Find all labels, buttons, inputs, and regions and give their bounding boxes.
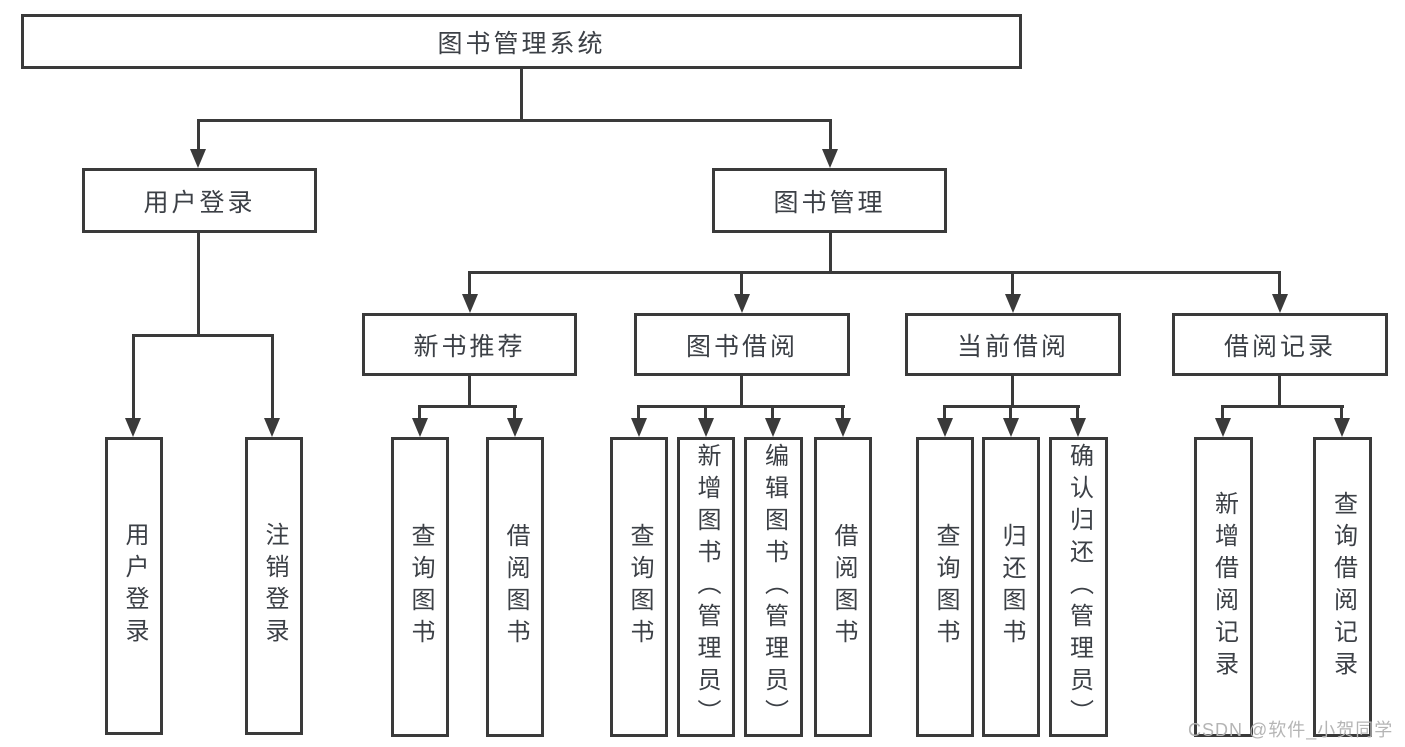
leaf-borrow-books-2: 借阅图书 [814,437,872,737]
leaf-label: 归还图书 [998,523,1025,651]
leaf-label: 查询借阅记录 [1329,491,1357,683]
connector-shaft-new-book [468,271,471,299]
leaf-query-books-2: 查询图书 [610,437,668,737]
leaf-add-borrow-record: 新增借阅记录 [1194,437,1253,737]
node-current-borrowing: 当前借阅 [905,313,1121,376]
connector-shaft-current-borrowing [1011,271,1014,299]
arrowhead-to-borrow-books-2 [835,418,851,437]
leaf-label: 借阅图书 [830,523,857,651]
watermark-text: CSDN @软件_小贺同学 [1188,720,1394,740]
leaf-label: 查询图书 [626,523,653,651]
node-borrowing-records: 借阅记录 [1172,313,1388,376]
arrowhead-to-return-book [1003,418,1019,437]
arrowhead-to-book-management [822,149,838,168]
connector-book-management-stem [829,233,832,273]
connector-root-left-shaft [197,119,200,153]
leaf-confirm-return-admin: 确认归还（管理员） [1049,437,1108,737]
leaf-label: 用户登录 [121,522,148,650]
connector-new-book-crossbar [418,405,517,408]
arrowhead-to-query-books-3 [937,418,953,437]
leaf-label: 注销登录 [261,522,288,650]
arrowhead-to-user-login [190,149,206,168]
connector-user-login-left-shaft [132,334,135,422]
connector-shaft [1340,405,1343,423]
leaf-borrow-books-1: 借阅图书 [486,437,544,737]
connector-book-borrowing-crossbar [637,405,845,408]
connector-shaft [943,405,946,423]
leaf-edit-book-admin: 编辑图书（管理员） [744,437,803,737]
connector-user-login-stem [197,233,200,336]
connector-book-borrowing-stem [740,376,743,408]
node-library-management-system: 图书管理系统 [21,14,1022,69]
connector-shaft [1009,405,1012,423]
arrowhead-to-add-book [698,418,714,437]
arrowhead-to-add-borrow-record [1215,418,1231,437]
node-label: 当前借阅 [956,332,1069,361]
connector-shaft-borrowing-records [1278,271,1281,299]
connector-shaft [637,405,640,423]
leaf-query-books-3: 查询图书 [916,437,974,737]
leaf-query-borrow-record: 查询借阅记录 [1313,437,1372,737]
leaf-label: 查询图书 [932,523,959,651]
leaf-return-book: 归还图书 [982,437,1040,737]
node-book-borrowing: 图书借阅 [634,313,850,376]
node-label: 图书管理系统 [437,29,606,58]
arrowhead-to-book-borrowing [734,294,750,313]
node-book-management: 图书管理 [712,168,947,233]
connector-shaft [1221,405,1224,423]
leaf-label: 新增图书（管理员） [693,443,720,731]
arrowhead-to-current-borrowing [1005,294,1021,313]
connector-shaft [513,405,516,423]
node-label: 新书推荐 [413,332,526,361]
leaf-label: 确认归还（管理员） [1065,443,1093,731]
arrowhead-to-confirm-return [1070,418,1086,437]
connector-shaft [841,405,844,423]
node-new-book-recommendation: 新书推荐 [362,313,577,376]
node-label: 图书借阅 [685,332,798,361]
connector-borrowing-records-crossbar [1221,405,1344,408]
connector-shaft-book-borrowing [740,271,743,299]
arrowhead-to-leaf-logout [264,418,280,437]
node-label: 借阅记录 [1223,332,1336,361]
connector-user-login-crossbar [132,334,274,337]
arrowhead-to-leaf-user-login [125,418,141,437]
leaf-add-book-admin: 新增图书（管理员） [677,437,735,737]
connector-borrowing-records-stem [1278,376,1281,408]
leaf-logout: 注销登录 [245,437,303,735]
arrowhead-to-borrow-books-1 [507,418,523,437]
connector-new-book-stem [468,376,471,408]
leaf-label: 借阅图书 [502,523,529,651]
leaf-label: 查询图书 [407,523,434,651]
arrowhead-to-query-books-2 [631,418,647,437]
node-label: 图书管理 [773,188,886,217]
leaf-label: 编辑图书（管理员） [760,443,788,731]
connector-user-login-right-shaft [271,334,274,422]
arrowhead-to-borrowing-records [1272,294,1288,313]
leaf-user-login: 用户登录 [105,437,163,735]
connector-current-borrowing-stem [1011,376,1014,408]
arrowhead-to-edit-book [765,418,781,437]
connector-shaft [418,405,421,423]
connector-shaft [704,405,707,423]
arrowhead-to-query-books-1 [412,418,428,437]
node-user-login: 用户登录 [82,168,317,233]
leaf-label: 新增借阅记录 [1210,491,1238,683]
node-label: 用户登录 [143,188,256,217]
connector-root-right-shaft [829,119,832,153]
connector-shaft [1076,405,1079,423]
leaf-query-books-1: 查询图书 [391,437,449,737]
connector-book-management-crossbar [468,271,1281,274]
connector-shaft [771,405,774,423]
arrowhead-to-new-book-recommendation [462,294,478,313]
arrowhead-to-query-borrow-record [1334,418,1350,437]
connector-root-crossbar [197,119,832,122]
connector-root-stem [520,69,523,119]
